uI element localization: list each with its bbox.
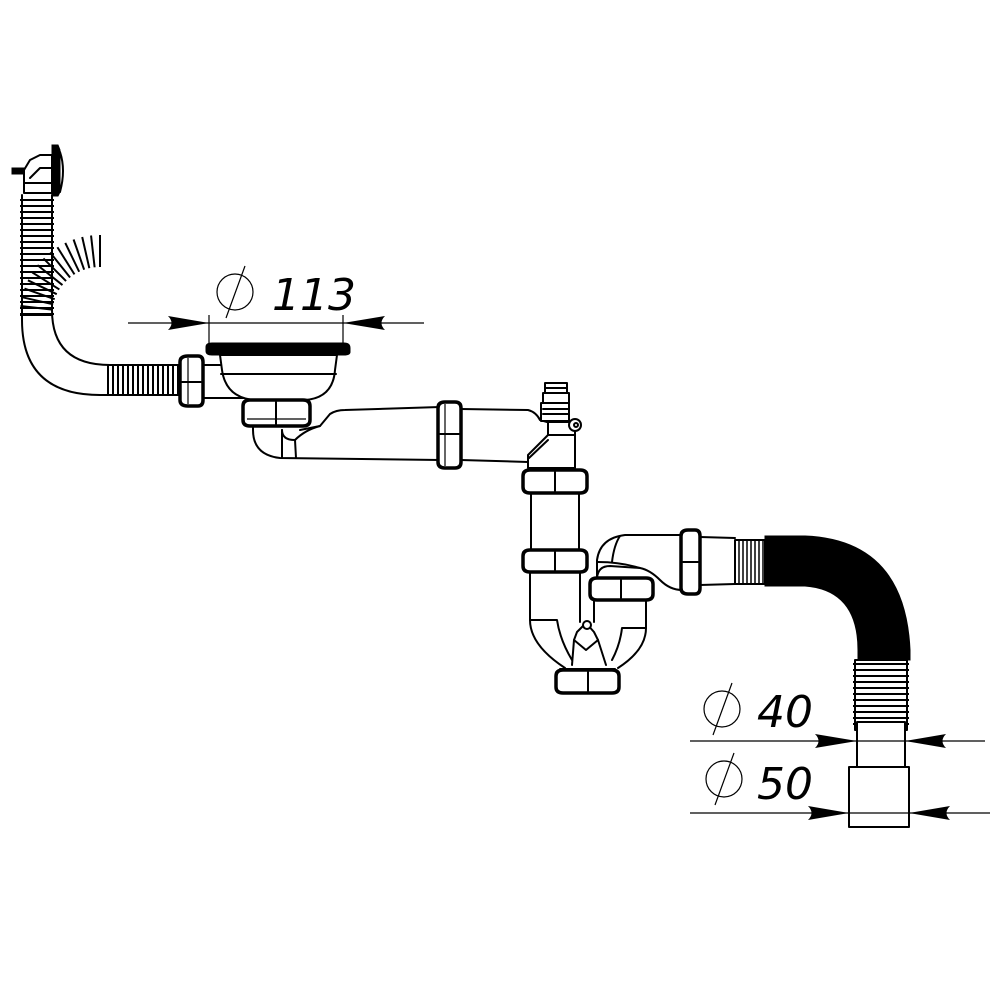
dimension-value-40: 40 xyxy=(757,687,813,738)
strainer-bowl xyxy=(205,315,351,401)
pipe-union-nut xyxy=(436,400,463,470)
dimension-outlet-outer: 50 xyxy=(690,752,990,820)
trap-outlet-elbow xyxy=(588,528,736,602)
overflow-hose xyxy=(20,194,186,396)
diameter-icon xyxy=(216,273,254,311)
overflow-fitting xyxy=(11,144,64,197)
dimension-outlet-inner: 40 xyxy=(690,682,985,748)
trap-bottle xyxy=(521,468,647,695)
horizontal-pipe xyxy=(252,406,441,461)
tee-with-spigot xyxy=(460,382,582,469)
sewer-adapter xyxy=(848,721,910,828)
diameter-icon xyxy=(703,690,741,728)
diameter-icon xyxy=(705,760,743,798)
strainer-nut xyxy=(241,398,312,428)
dimension-strainer: 113 xyxy=(128,265,424,330)
dimension-value-113: 113 xyxy=(272,270,356,321)
dimension-value-50: 50 xyxy=(757,759,813,810)
